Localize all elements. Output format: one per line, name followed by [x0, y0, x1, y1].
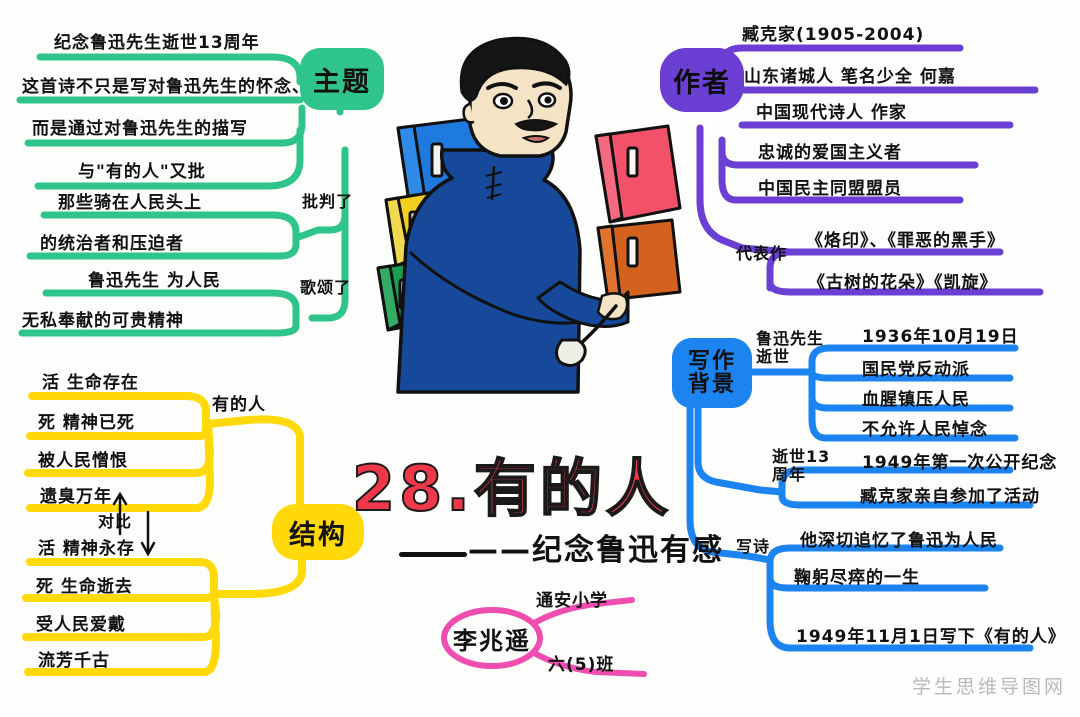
- bg-g1-item-3: 血腥镇压人民: [862, 390, 970, 410]
- author-line-3: 中国现代诗人 作家: [756, 103, 907, 123]
- bg-g2-item-2: 臧克家亲自参加了活动: [860, 487, 1040, 507]
- author-line-2: 山东诸城人 笔名少全 何嘉: [744, 67, 956, 87]
- bg-group-3-label: 写诗: [736, 537, 771, 556]
- node-author[interactable]: 作者: [660, 48, 744, 112]
- representative-work-2: 《古树的花朵》《凯旋》: [808, 273, 998, 293]
- structure-upper-1: 活 生命存在: [42, 373, 139, 393]
- author-line-5: 中国民主同盟盟员: [758, 179, 902, 199]
- criticize-item-1: 那些骑在人民头上: [58, 193, 202, 213]
- bg-g1-item-1: 1936年10月19日: [862, 327, 1019, 347]
- author-line-1: 臧克家(1905-2004): [742, 25, 925, 45]
- criticize-item-2: 的统治者和压迫者: [40, 234, 184, 254]
- theme-line-4: 与"有的人"又批: [78, 162, 206, 182]
- bg-group-1-label: 鲁迅先生逝世: [756, 329, 825, 366]
- theme-line-2: 这首诗不只是写对鲁迅先生的怀念、: [22, 77, 310, 97]
- class-name: 六(5)班: [548, 655, 615, 675]
- title-dash: [399, 552, 467, 557]
- structure-lower-1: 活 精神永存: [38, 539, 135, 559]
- page-title: 28.有的人: [351, 451, 672, 526]
- connector-label-praise: 歌颂了: [300, 278, 352, 297]
- connector-label-criticize: 批判了: [302, 192, 354, 211]
- structure-lower-3: 受人民爱戴: [36, 615, 126, 635]
- structure-upper-3: 被人民憎恨: [38, 451, 128, 471]
- bg-g1-item-2: 国民党反动派: [862, 360, 970, 380]
- lu-xun-illustration: [376, 36, 682, 394]
- node-writing-background[interactable]: 写作背景: [672, 338, 752, 408]
- structure-lower-4: 流芳千古: [38, 651, 110, 671]
- structure-upper-2: 死 精神已死: [38, 413, 135, 433]
- contrast-label: 对比: [98, 512, 133, 531]
- theme-line-1: 纪念鲁迅先生逝世13周年: [54, 33, 260, 53]
- node-theme[interactable]: 主题: [300, 48, 384, 110]
- representative-work-1: 《烙印》、《罪恶的黑手》: [806, 231, 1005, 251]
- bg-g3-item-3: 1949年11月1日写下《有的人》: [796, 627, 1066, 647]
- author-line-4: 忠诚的爱国主义者: [758, 143, 902, 163]
- node-structure[interactable]: 结构: [272, 504, 364, 560]
- structure-upper-4: 遗臭万年: [40, 487, 112, 507]
- bg-g1-item-4: 不允许人民悼念: [862, 420, 988, 440]
- watermark: 学生思维导图网: [911, 676, 1066, 698]
- representative-works-label: 代表作: [736, 244, 788, 263]
- student-name: 李兆遥: [453, 626, 531, 655]
- school-name: 通安小学: [536, 591, 608, 611]
- praise-item-1: 鲁迅先生 为人民: [88, 271, 221, 291]
- bg-g3-item-1: 他深切追忆了鲁迅为人民: [800, 531, 998, 551]
- structure-group-title: 有的人: [212, 395, 266, 415]
- bg-group-2-label: 逝世13周年: [772, 447, 831, 484]
- node-writing-background-label: 写作背景: [687, 348, 736, 397]
- theme-line-3: 而是通过对鲁迅先生的描写: [32, 119, 248, 139]
- praise-item-2: 无私奉献的可贵精神: [22, 311, 184, 331]
- bg-g2-item-1: 1949年第一次公开纪念: [862, 453, 1058, 473]
- structure-lower-2: 死 生命逝去: [36, 577, 133, 597]
- page-subtitle: ——纪念鲁迅有感: [468, 533, 724, 568]
- bg-g3-item-2: 鞠躬尽瘁的一生: [794, 568, 920, 588]
